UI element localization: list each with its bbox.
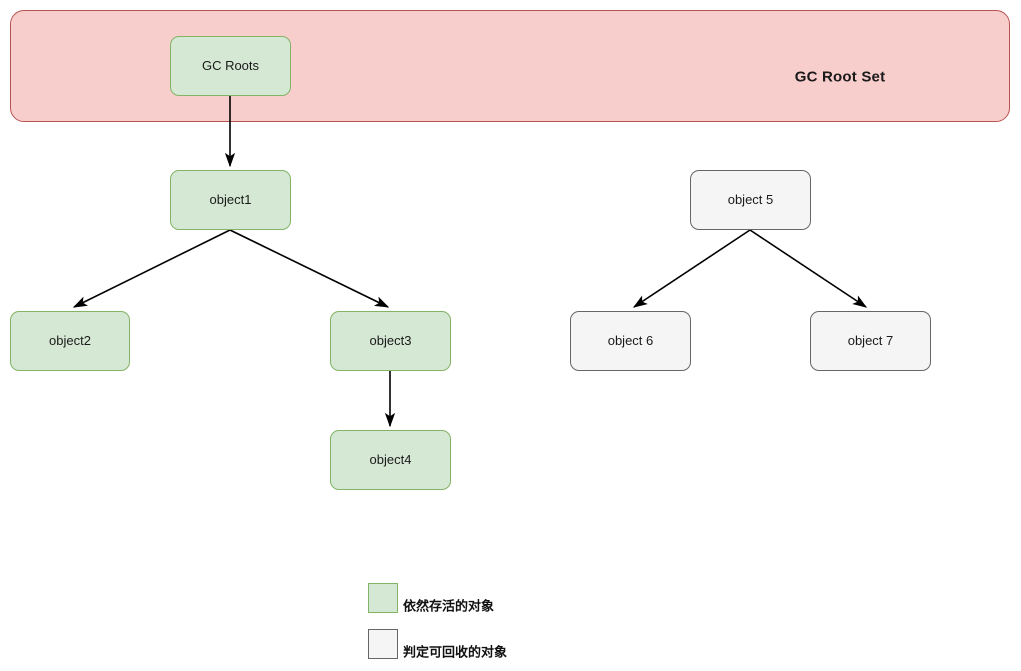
node-label: object 7 bbox=[847, 332, 894, 348]
edge-object5-to-object6 bbox=[632, 229, 751, 308]
node-object6[interactable]: object 6 bbox=[570, 311, 691, 371]
legend-label-collectable: 判定可回收的对象 bbox=[403, 644, 508, 660]
node-label: object2 bbox=[49, 332, 91, 348]
edge-object1-to-object2 bbox=[72, 229, 231, 308]
node-label: object1 bbox=[209, 191, 252, 207]
node-label: object4 bbox=[369, 451, 412, 467]
gc-root-set-label: GC Root Set bbox=[794, 68, 886, 86]
node-object5[interactable]: object 5 bbox=[690, 170, 811, 230]
gc-root-set-container bbox=[10, 10, 1010, 122]
node-label: GC Roots bbox=[201, 57, 260, 73]
node-object7[interactable]: object 7 bbox=[810, 311, 931, 371]
node-label: object3 bbox=[369, 332, 412, 348]
node-gc-roots[interactable]: GC Roots bbox=[170, 36, 291, 96]
legend-swatch-alive bbox=[368, 583, 398, 613]
node-object4[interactable]: object4 bbox=[330, 430, 451, 490]
legend-swatch-collectable bbox=[368, 629, 398, 659]
node-object3[interactable]: object3 bbox=[330, 311, 451, 371]
node-label: object 5 bbox=[727, 191, 774, 207]
edge-object5-to-object7 bbox=[749, 229, 868, 308]
node-label: object 6 bbox=[607, 332, 654, 348]
edge-object1-to-object3 bbox=[229, 229, 390, 308]
node-object2[interactable]: object2 bbox=[10, 311, 130, 371]
node-object1[interactable]: object1 bbox=[170, 170, 291, 230]
legend-label-alive: 依然存活的对象 bbox=[403, 598, 495, 614]
